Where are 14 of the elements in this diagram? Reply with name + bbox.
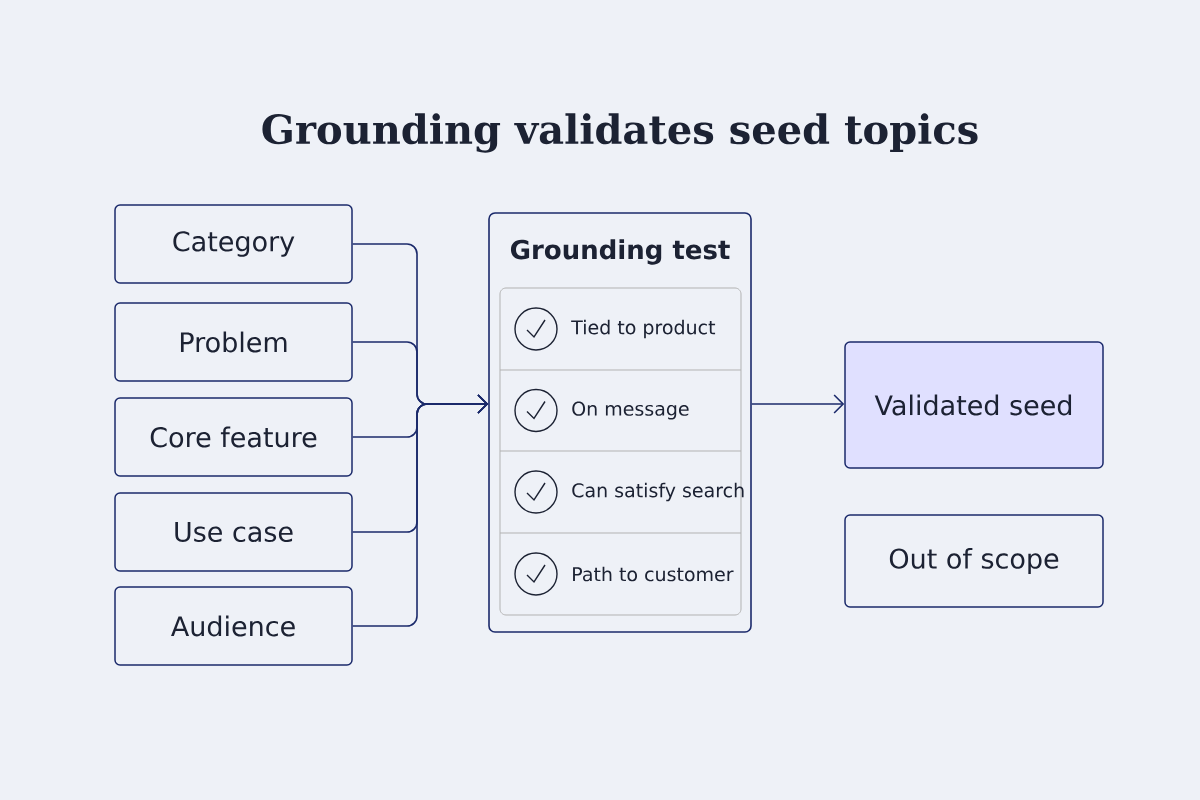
result-box: Validated seed bbox=[844, 341, 1104, 469]
title: Grounding validates seed topics bbox=[262, 113, 978, 153]
result-box: Out of scope bbox=[844, 514, 1104, 608]
arrow bbox=[351, 394, 489, 627]
topic-box: Audience bbox=[114, 586, 353, 666]
check-item: Path to customer bbox=[573, 566, 734, 582]
topic-box: Use case bbox=[114, 492, 353, 572]
topic-box: Core feature bbox=[114, 397, 353, 477]
check-item: On message bbox=[572, 401, 689, 420]
check-item: Tied to product bbox=[571, 319, 716, 339]
check-item: Can satisfy search bbox=[572, 482, 744, 502]
arrow bbox=[751, 394, 845, 414]
topic-box: Category bbox=[114, 204, 353, 284]
topic-box: Problem bbox=[114, 302, 353, 382]
